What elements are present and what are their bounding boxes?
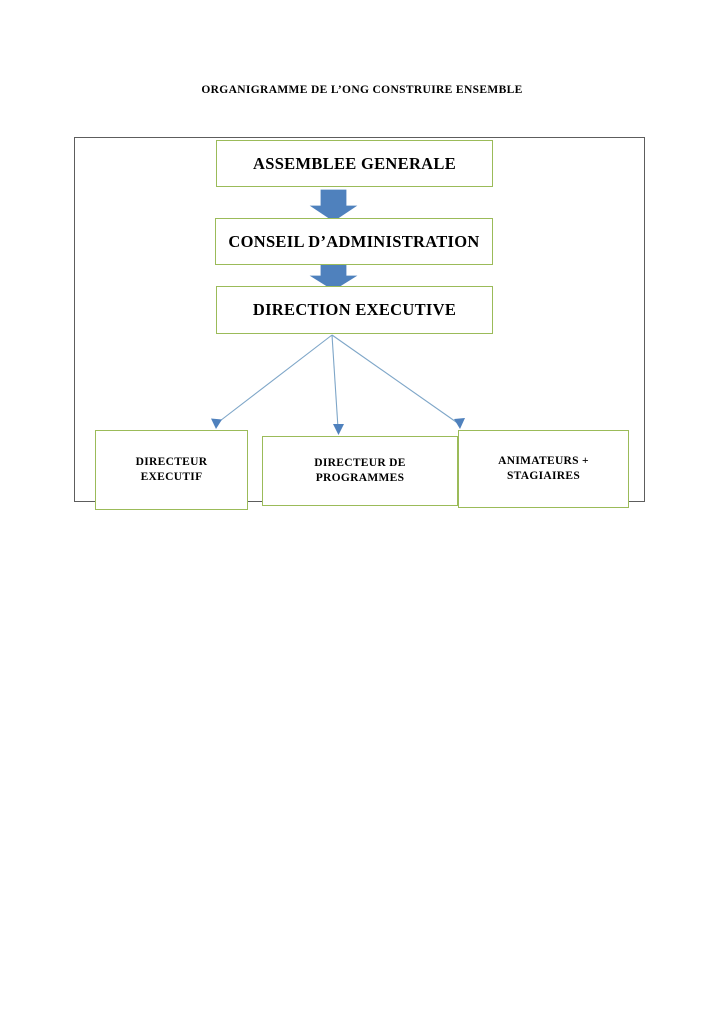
page-title: ORGANIGRAMME DE L’ONG CONSTRUIRE ENSEMBL… bbox=[201, 84, 523, 96]
org-node-label-line-2: PROGRAMMES bbox=[315, 472, 405, 484]
org-node-animateurs-stagiaires[interactable]: ANIMATEURS + STAGIAIRES bbox=[458, 430, 629, 508]
org-node-label: DIRECTEUR EXECUTIF bbox=[130, 455, 214, 485]
org-node-label: ANIMATEURS + STAGIAIRES bbox=[492, 454, 595, 484]
org-node-directeur-executif[interactable]: DIRECTEUR EXECUTIF bbox=[95, 430, 248, 510]
org-node-label-line-2: EXECUTIF bbox=[140, 471, 203, 483]
org-node-label: ASSEMBLEE GENERALE bbox=[253, 153, 456, 173]
org-node-assemblee-generale[interactable]: ASSEMBLEE GENERALE bbox=[216, 140, 493, 187]
org-node-label-line-1: DIRECTEUR DE bbox=[314, 456, 406, 469]
org-node-label: DIRECTION EXECUTIVE bbox=[252, 300, 457, 320]
org-node-label-line-1: DIRECTEUR bbox=[135, 455, 208, 468]
org-node-direction-executive[interactable]: DIRECTION EXECUTIVE bbox=[216, 286, 493, 334]
org-node-label-line-1: ANIMATEURS + bbox=[498, 454, 589, 467]
org-node-label-line-2: STAGIAIRES bbox=[506, 470, 581, 482]
org-node-directeur-programmes[interactable]: DIRECTEUR DE PROGRAMMES bbox=[262, 436, 458, 506]
org-node-label: DIRECTEUR DE PROGRAMMES bbox=[308, 456, 411, 486]
org-node-conseil-administration[interactable]: CONSEIL D’ADMINISTRATION bbox=[215, 218, 493, 265]
org-node-label: CONSEIL D’ADMINISTRATION bbox=[228, 231, 480, 251]
